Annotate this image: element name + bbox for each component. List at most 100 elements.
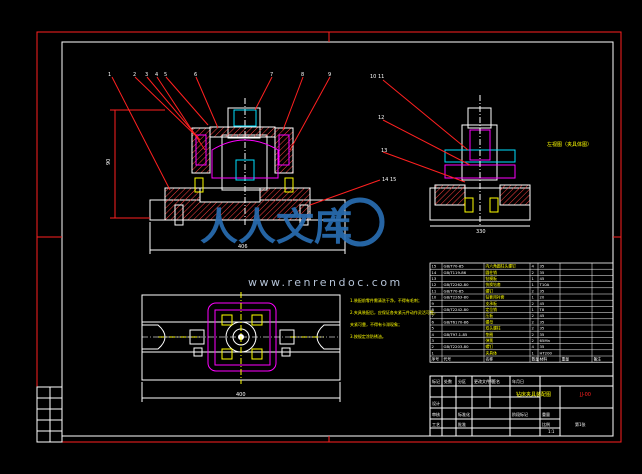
parts-cell: 9 xyxy=(432,301,435,306)
centering-marks xyxy=(37,32,621,442)
parts-cell: 10 xyxy=(432,295,437,300)
cell-label: 签名 xyxy=(492,378,500,384)
cell-label: 处数 xyxy=(444,378,452,384)
parts-cell: 螺母 xyxy=(486,319,494,324)
dim-front-width: 406 xyxy=(238,244,248,250)
parts-header-cell: 代号 xyxy=(444,357,452,362)
parts-cell: 1 xyxy=(532,282,535,287)
parts-cell: GB/T97.1-85 xyxy=(444,332,468,337)
side-view-label: 左视图（夹具体图） xyxy=(547,141,592,148)
cell-label: 批准 xyxy=(458,421,466,427)
parts-cell: 4 xyxy=(432,332,435,337)
parts-cell: 14 xyxy=(432,270,437,275)
parts-cell: 螺钉 xyxy=(486,288,494,293)
parts-header-cell: 名称 xyxy=(486,357,494,362)
callout-label: 7 xyxy=(270,72,273,78)
cell-label: 阶段标记 xyxy=(512,411,528,417)
callout-label: 8 xyxy=(301,72,304,78)
callout-label: 1 xyxy=(108,72,111,78)
parts-cell: 快换钻套 xyxy=(486,282,501,287)
parts-cell: 35 xyxy=(540,344,545,349)
tech-line: 夹紧可靠，不得有卡滞现象； xyxy=(350,321,402,327)
parts-header-cell: 数量 xyxy=(532,357,540,362)
cell-label: 设计 xyxy=(432,400,440,406)
parts-cell: 4 xyxy=(532,264,535,269)
side-callouts: 10 11 12 13 15 xyxy=(370,74,396,183)
callout-label: 11 xyxy=(378,74,384,80)
parts-cell: T8 xyxy=(539,307,545,312)
parts-cell: 2 xyxy=(532,326,535,331)
front-callouts: 1 2 3 4 5 6 7 8 9 14 xyxy=(108,72,388,183)
side-view: 330 xyxy=(382,79,531,235)
parts-cell: 35 xyxy=(540,288,545,293)
parts-cell: GB/T6170-86 xyxy=(444,319,470,324)
parts-cell: 2 xyxy=(532,313,535,318)
parts-cell: 5 xyxy=(432,326,435,331)
parts-cell: GB/T70-85 xyxy=(444,264,465,269)
parts-header-cell: 备注 xyxy=(594,357,602,362)
parts-cell: 2 xyxy=(532,319,535,324)
tech-line: 2.夹具装配后，应保证各夹紧元件动作灵活可靠， xyxy=(350,309,438,315)
parts-cell: 4 xyxy=(532,344,535,349)
tech-line: 1.装配前零件需清洗干净，不得有毛刺； xyxy=(350,297,422,303)
cell-label: 分区 xyxy=(458,378,466,384)
parts-cell: 2 xyxy=(532,332,535,337)
parts-header-cell: 序号 xyxy=(432,357,440,362)
tech-requirements: 1.装配前零件需清洗干净，不得有毛刺； 2.夹具装配后，应保证各夹紧元件动作灵活… xyxy=(350,297,438,339)
callout-label: 4 xyxy=(155,72,158,78)
cell-label: 重量 xyxy=(542,411,550,417)
watermark-url: www.renrendoc.com xyxy=(248,276,403,289)
parts-cell: 内六角圆柱头螺钉 xyxy=(486,264,517,269)
callout-label: 2 xyxy=(133,72,136,78)
parts-cell: 钻模板 xyxy=(486,276,498,281)
parts-cell: 15 xyxy=(432,264,437,269)
dim-side-width: 330 xyxy=(476,229,486,235)
parts-cell: 11 xyxy=(432,288,437,293)
parts-cell: 45 xyxy=(540,276,545,281)
parts-cell: 2 xyxy=(532,270,535,275)
parts-cell: GB/T2242-80 xyxy=(444,307,470,312)
watermark-logo-icon xyxy=(335,197,385,247)
callout-label: 13 xyxy=(381,148,387,154)
parts-cell: 螺钉 xyxy=(486,344,494,349)
parts-cell: 定位销 xyxy=(486,307,498,312)
parts-header-cell: 材料 xyxy=(540,357,548,362)
parts-cell: GB/T119-86 xyxy=(444,270,467,275)
parts-cell: 2 xyxy=(432,344,435,349)
sheet-value: 第1张 xyxy=(575,421,586,427)
parts-cell: 35 xyxy=(540,264,545,269)
parts-cell: 12 xyxy=(432,282,437,287)
parts-cell: GB/T2262-80 xyxy=(444,282,470,287)
dim-front-height: 90 xyxy=(106,159,112,165)
parts-cell: 圆柱销 xyxy=(486,270,498,275)
cell-label: 更改文件号 xyxy=(474,378,494,384)
parts-cell: GB/T2263-80 xyxy=(444,295,470,300)
parts-cell: 20 xyxy=(540,295,545,300)
parts-header-cell: 重量 xyxy=(562,357,570,362)
parts-cell: 双头螺柱 xyxy=(486,326,501,331)
parts-cell: 1 xyxy=(532,295,535,300)
cell-label: 审核 xyxy=(432,411,440,417)
plan-view: 400 xyxy=(141,292,341,402)
cell-label: 标记 xyxy=(432,378,440,384)
parts-cell: 夹具体 xyxy=(486,350,498,355)
callout-label: 15 xyxy=(390,177,396,183)
parts-cell: 35 xyxy=(540,332,545,337)
tech-line: 3.按规定涂防锈油。 xyxy=(350,333,386,339)
callout-label: 5 xyxy=(164,72,167,78)
left-margin-table xyxy=(36,386,63,443)
callout-label: 6 xyxy=(194,72,197,78)
parts-cell: 1 xyxy=(432,350,435,355)
front-view: 90 406 xyxy=(106,76,381,254)
parts-cell: 35 xyxy=(540,326,545,331)
parts-cell: 2 xyxy=(532,338,535,343)
cell-label: 标准化 xyxy=(458,411,470,417)
title-block: 标记 处数 分区 更改文件号 签名 年月日 设计 审核 工艺 标准化 批准 阶段… xyxy=(429,375,614,437)
parts-cell: 45 xyxy=(540,313,545,318)
parts-cell: 45 xyxy=(540,301,545,306)
parts-cell: 2 xyxy=(532,288,535,293)
parts-cell: 35 xyxy=(540,319,545,324)
parts-cell: 13 xyxy=(432,276,437,281)
parts-cell: 弹簧 xyxy=(486,338,494,343)
